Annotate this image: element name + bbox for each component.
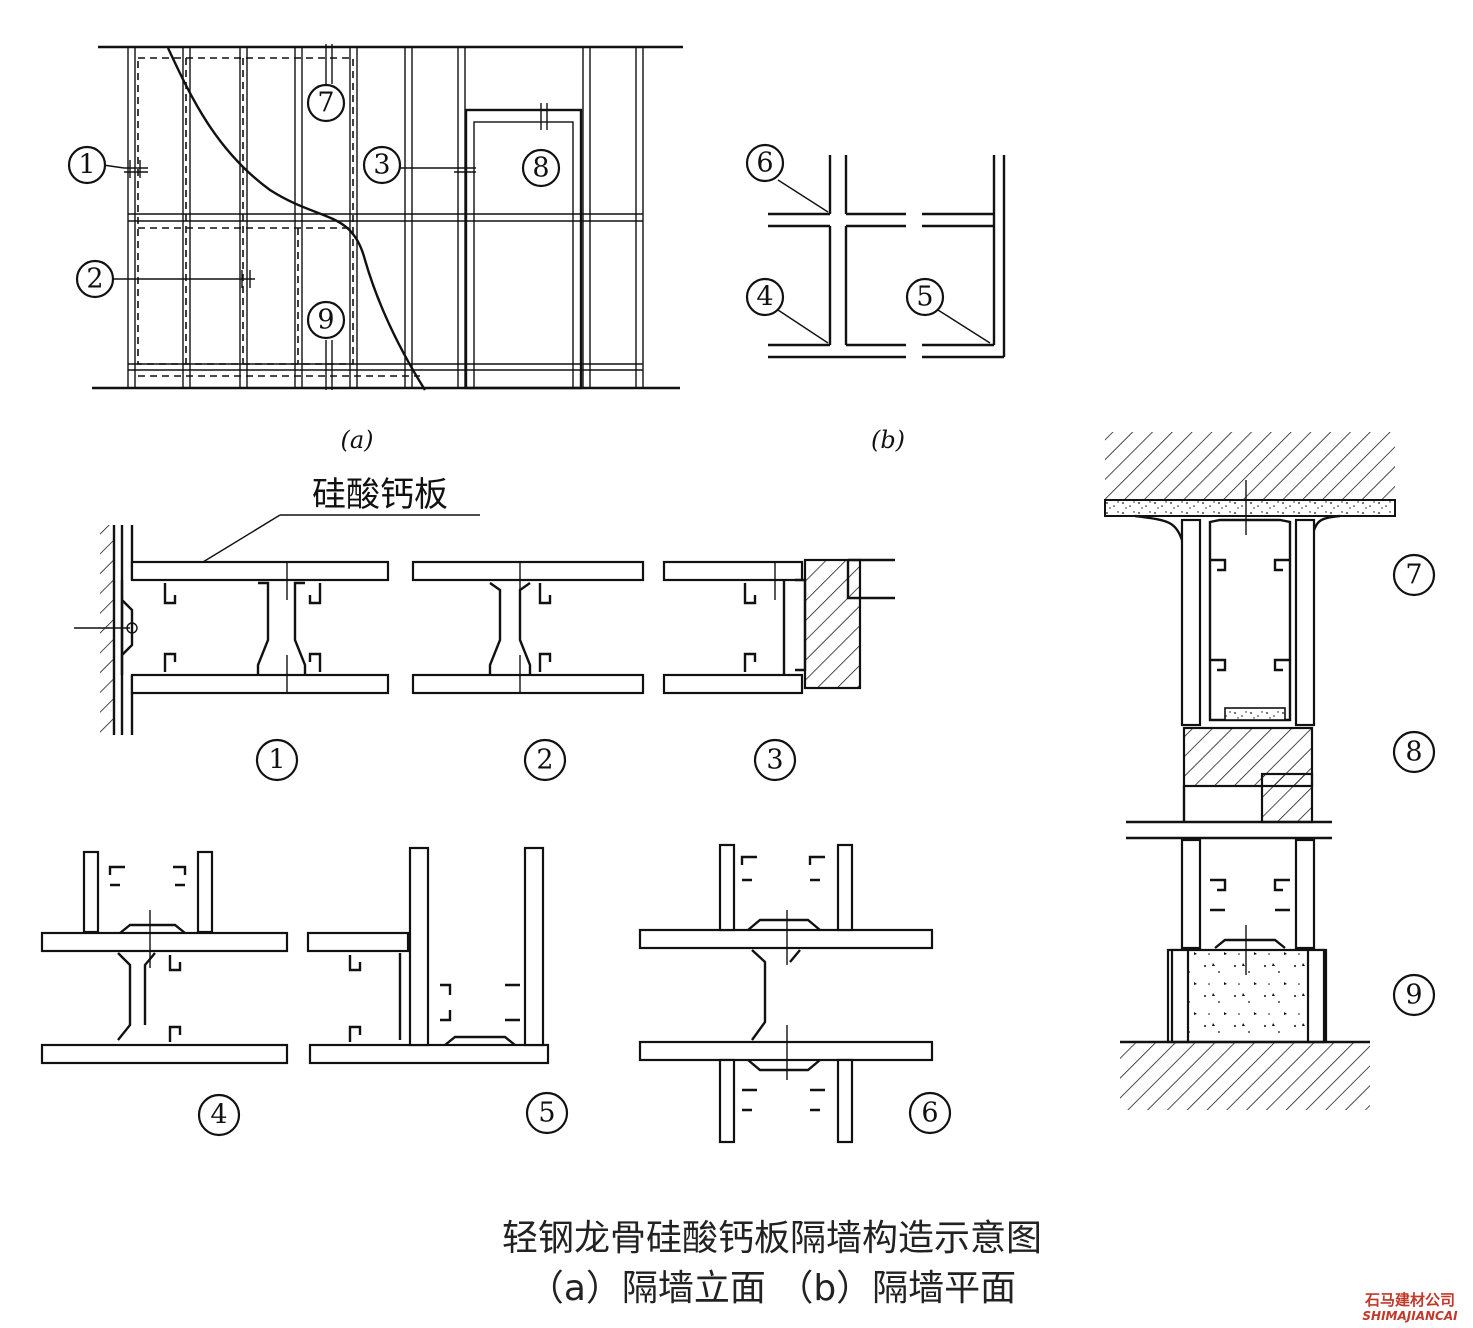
marker-5-plan: 5 [905,277,945,317]
marker-3-elevation: 3 [362,145,402,185]
plan-view [768,155,1006,359]
marker-7-section: 7 [1392,553,1436,597]
svg-text:6: 6 [756,148,773,179]
detail-6-cross-junction [638,843,934,1144]
svg-text:2: 2 [536,745,553,776]
marker-2-elevation: 2 [75,259,115,299]
svg-text:4: 4 [210,1100,227,1131]
elevation-caption: (a) [340,426,373,454]
svg-text:石马建材公司: 石马建材公司 [1364,1291,1455,1309]
vertical-section [1104,432,1396,1110]
svg-text:3: 3 [766,745,783,776]
marker-6-detail: 6 [908,1091,952,1135]
svg-text:1: 1 [78,150,95,181]
svg-text:1: 1 [268,745,285,776]
diagram-subtitle: （a）隔墙立面 （b）隔墙平面 [528,1268,1016,1309]
marker-4-plan: 4 [745,277,785,317]
svg-text:2: 2 [86,264,103,295]
svg-text:6: 6 [921,1098,938,1129]
detail-2-board-joint [411,560,645,695]
svg-text:7: 7 [317,88,334,119]
marker-4-detail: 4 [197,1093,241,1137]
material-label: 硅酸钙板 [312,475,448,515]
detail-1-wall-junction [74,514,480,735]
svg-text:5: 5 [916,282,933,313]
detail-3-door-frame [662,558,895,695]
marker-9-elevation: 9 [306,300,346,340]
detail-4-t-junction [40,850,289,1065]
svg-text:SHIMAJIANCAI: SHIMAJIANCAI [1362,1309,1458,1323]
svg-text:7: 7 [1405,560,1422,591]
marker-3-detail: 3 [753,738,797,782]
elevation-view [92,44,683,391]
marker-8-elevation: 8 [521,148,561,188]
marker-8-section: 8 [1392,730,1436,774]
marker-2-detail: 2 [523,738,567,782]
marker-7-elevation: 7 [306,83,346,123]
svg-text:4: 4 [756,282,773,313]
marker-1-elevation: 1 [67,145,107,185]
detail-5-corner [306,846,550,1065]
svg-text:3: 3 [373,150,390,181]
plan-caption: (b) [871,426,905,454]
marker-group: 1 2 3 7 8 9 6 4 5 1 2 3 4 5 6 7 8 9 [67,83,1436,1137]
watermark-logo: 石马建材公司 SHIMAJIANCAI [1362,1291,1458,1323]
marker-1-detail: 1 [255,738,299,782]
svg-text:8: 8 [532,153,549,184]
diagram-title: 轻钢龙骨硅酸钙板隔墙构造示意图 [502,1218,1042,1259]
svg-text:9: 9 [317,305,334,336]
marker-9-section: 9 [1392,973,1436,1017]
svg-text:5: 5 [538,1098,555,1129]
marker-6-plan: 6 [745,143,785,183]
svg-text:9: 9 [1405,980,1422,1011]
marker-5-detail: 5 [525,1091,569,1135]
svg-text:8: 8 [1405,737,1422,768]
